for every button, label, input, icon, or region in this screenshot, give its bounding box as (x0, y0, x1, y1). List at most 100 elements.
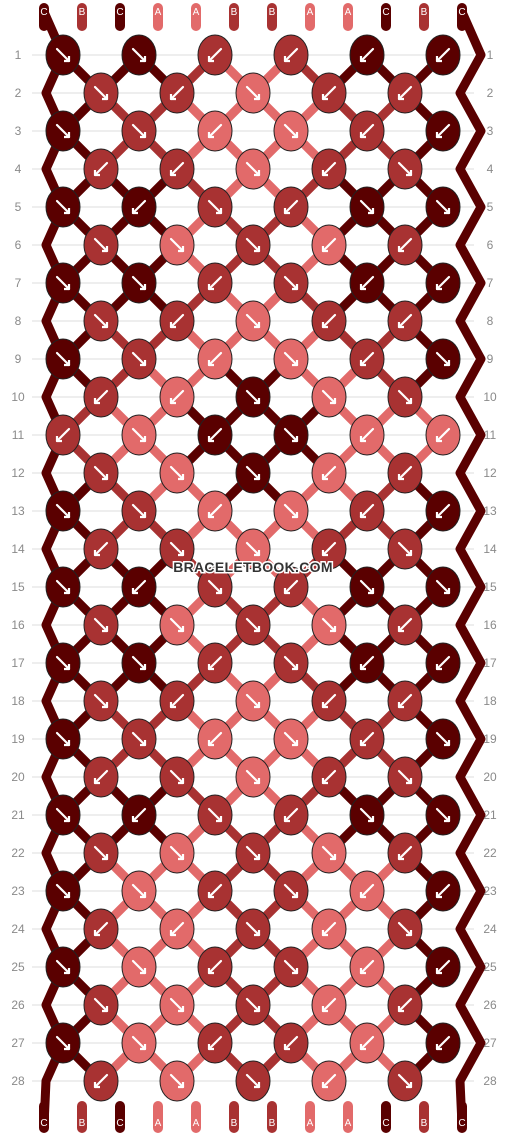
knot-arrow-icon (321, 389, 337, 405)
knot-arrow-head (359, 1044, 366, 1051)
knot (425, 338, 461, 380)
knot (273, 414, 309, 456)
knot-arrow-icon (435, 427, 451, 443)
knot-arrow-head (321, 1006, 328, 1013)
knot-arrow-icon (321, 237, 337, 253)
knot (45, 718, 81, 760)
knot-arrow-head (397, 322, 404, 329)
knot-arrow-head (64, 284, 71, 291)
knot-arrow-icon (397, 1073, 413, 1089)
knot (387, 984, 423, 1026)
knot-arrow-icon (169, 541, 185, 557)
knot-arrow-head (102, 246, 109, 253)
knot (45, 794, 81, 836)
knot-arrow-head (254, 550, 261, 557)
knot-arrow-icon (207, 1035, 223, 1051)
knot (45, 566, 81, 608)
knot (311, 604, 347, 646)
row-label-right: 3 (487, 124, 494, 138)
knot-arrow-head (359, 664, 366, 671)
knot (273, 262, 309, 304)
top-strand-label: C (458, 7, 465, 18)
knot-arrow-head (207, 360, 214, 367)
knot-arrow-icon (359, 1035, 375, 1051)
knot-arrow-icon (283, 123, 299, 139)
knot (349, 642, 385, 684)
knot-arrow-icon (55, 807, 71, 823)
knot-arrow-head (321, 170, 328, 177)
knot (45, 946, 81, 988)
knot-arrow-head (64, 1044, 71, 1051)
knot (235, 528, 271, 570)
row-label-left: 5 (15, 200, 22, 214)
knot-arrow-icon (359, 655, 375, 671)
knot (425, 186, 461, 228)
knot (121, 794, 157, 836)
knot-arrow-head (102, 1006, 109, 1013)
knot (197, 186, 233, 228)
knot-arrow-head (131, 816, 138, 823)
knot-arrow-icon (93, 617, 109, 633)
knot-arrow-icon (93, 313, 109, 329)
knot-arrow-head (207, 132, 214, 139)
row-label-left: 7 (15, 276, 22, 290)
knot-arrow-head (169, 398, 176, 405)
row-label-right: 12 (483, 466, 497, 480)
knot (45, 262, 81, 304)
knot-arrow-icon (93, 541, 109, 557)
knot-arrow-icon (55, 503, 71, 519)
knot (311, 452, 347, 494)
knot-arrow-icon (397, 85, 413, 101)
row-label-right: 15 (483, 580, 497, 594)
knot-arrow-icon (169, 237, 185, 253)
knot-arrow-head (254, 474, 261, 481)
knot-arrow-icon (131, 807, 147, 823)
knot-arrow-head (444, 816, 451, 823)
knot (197, 110, 233, 152)
knot-arrow-icon (131, 427, 147, 443)
knot-arrow-icon (397, 541, 413, 557)
knot (83, 452, 119, 494)
knot-arrow-head (254, 1082, 261, 1089)
knot-arrow-icon (55, 123, 71, 139)
knot-arrow-icon (321, 465, 337, 481)
knot (197, 946, 233, 988)
knot-arrow-head (283, 56, 290, 63)
knot-arrow-head (169, 322, 176, 329)
knot-arrow-icon (435, 199, 451, 215)
knot (83, 72, 119, 114)
row-label-left: 8 (15, 314, 22, 328)
knot (387, 604, 423, 646)
knot-arrow-icon (397, 921, 413, 937)
knot-arrow-head (169, 94, 176, 101)
knot-arrow-head (368, 816, 375, 823)
knot-arrow-head (406, 398, 413, 405)
knot-arrow-icon (283, 731, 299, 747)
knot-arrow-icon (207, 47, 223, 63)
knot-arrow-icon (321, 617, 337, 633)
knot (83, 680, 119, 722)
knot-arrow-head (140, 56, 147, 63)
knot-arrow-icon (55, 731, 71, 747)
knot-arrow-head (283, 1044, 290, 1051)
knot-arrow-head (292, 892, 299, 899)
row-label-left: 23 (11, 884, 25, 898)
knot-arrow-icon (131, 503, 147, 519)
row-label-left: 4 (15, 162, 22, 176)
knot-arrow-head (254, 702, 261, 709)
knot-arrow-icon (207, 883, 223, 899)
knot-arrow-icon (435, 47, 451, 63)
knot (121, 34, 157, 76)
knot-arrow-head (93, 550, 100, 557)
knot-arrow-head (169, 702, 176, 709)
knot (387, 832, 423, 874)
knot-arrow-head (140, 892, 147, 899)
knot-arrow-icon (245, 465, 261, 481)
knot-arrow-head (207, 968, 214, 975)
knot-arrow-icon (169, 313, 185, 329)
knot (425, 566, 461, 608)
row-label-left: 16 (11, 618, 25, 632)
row-label-left: 28 (11, 1074, 25, 1088)
knot-arrow-head (444, 588, 451, 595)
knot (159, 756, 195, 798)
